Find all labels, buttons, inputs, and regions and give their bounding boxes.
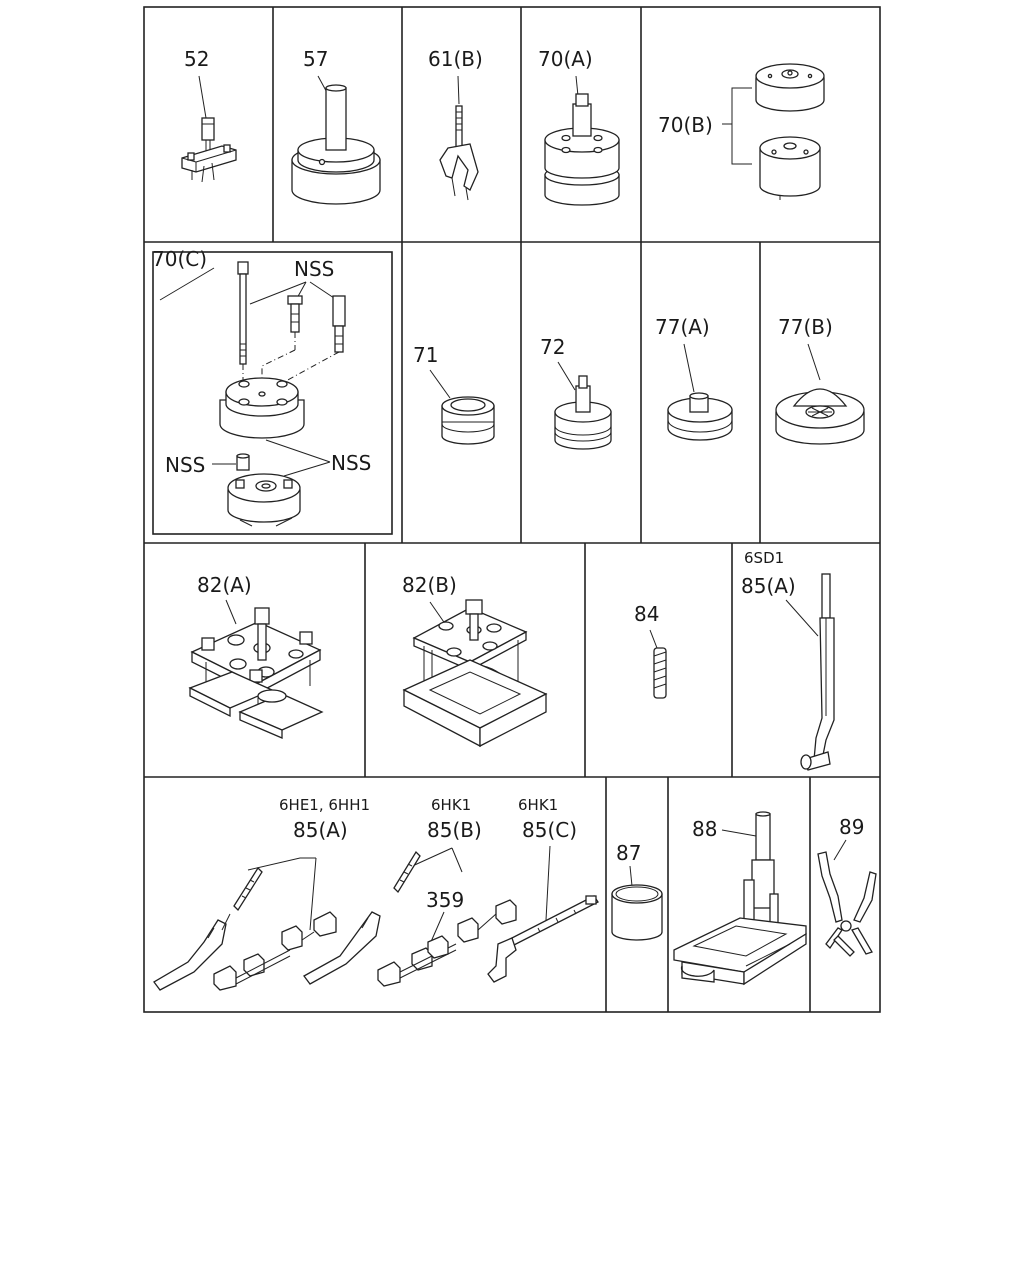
tool-57-drawing — [291, 84, 381, 205]
label-nss-right: NSS — [331, 451, 371, 475]
label-nss-left: NSS — [165, 453, 205, 477]
label-77b: 77(B) — [778, 315, 833, 339]
cell-70b: 70(B) — [658, 63, 825, 200]
tool-77b-drawing — [775, 388, 865, 445]
label-6hk1-b: 6HK1 — [431, 796, 471, 814]
tool-85b-drawing — [303, 850, 517, 987]
tool-82a-drawing — [188, 607, 324, 739]
cell-52: 52 — [181, 47, 237, 183]
cell-89: 89 — [817, 815, 877, 957]
tool-52-drawing — [181, 117, 237, 183]
label-85c: 85(C) — [522, 818, 577, 842]
sub-frame-70c — [152, 251, 393, 535]
label-359: 359 — [426, 888, 464, 912]
label-70b: 70(B) — [658, 113, 713, 137]
label-82b: 82(B) — [402, 573, 457, 597]
tool-85c-drawing — [487, 895, 599, 983]
label-85a-6sd1: 85(A) — [741, 574, 796, 598]
tool-88-drawing — [673, 811, 807, 986]
cell-82a: 82(A) — [188, 573, 324, 739]
label-57: 57 — [303, 47, 328, 71]
label-71: 71 — [413, 343, 438, 367]
label-6hk1-c: 6HK1 — [518, 796, 558, 814]
cell-61b: 61(B) — [428, 47, 483, 201]
cell-70c: 70(C) NSS NSS NSS — [152, 247, 393, 535]
tool-71-drawing — [441, 396, 495, 445]
tool-85a-6sd1-drawing — [800, 573, 835, 771]
tool-85a-group-drawing — [153, 866, 337, 991]
tool-61b-drawing — [439, 105, 479, 201]
cell-85-group: 6HE1, 6HH1 85(A) 6HK1 85(B) 359 6HK1 85(… — [153, 796, 599, 991]
cell-70a: 70(A) — [538, 47, 620, 206]
tool-89-drawing — [817, 851, 877, 957]
cell-84: 84 — [634, 602, 667, 699]
cell-82b: 82(B) — [402, 573, 548, 748]
cell-77b: 77(B) — [775, 315, 865, 445]
tool-72-drawing — [554, 375, 612, 450]
label-82a: 82(A) — [197, 573, 252, 597]
cell-57: 57 — [291, 47, 381, 205]
cell-87: 87 — [611, 841, 663, 941]
tool-84-drawing — [653, 647, 667, 699]
cell-71: 71 — [413, 343, 495, 445]
tool-70c-drawing — [219, 261, 346, 527]
label-88: 88 — [692, 817, 717, 841]
cell-77a: 77(A) — [655, 315, 733, 441]
label-6sd1: 6SD1 — [744, 549, 784, 567]
tool-82b-drawing — [402, 599, 548, 748]
label-85b: 85(B) — [427, 818, 482, 842]
label-70a: 70(A) — [538, 47, 593, 71]
cell-88: 88 — [673, 811, 807, 986]
tool-87-drawing — [611, 884, 663, 941]
label-85a-group: 85(A) — [293, 818, 348, 842]
label-70c: 70(C) — [152, 247, 207, 271]
tool-70b-lower-drawing — [759, 136, 821, 200]
label-6he1-6hh1: 6HE1, 6HH1 — [279, 796, 370, 814]
cell-72: 72 — [540, 335, 612, 450]
label-61b: 61(B) — [428, 47, 483, 71]
label-52: 52 — [184, 47, 209, 71]
cell-85a-6sd1: 6SD1 85(A) — [741, 549, 835, 771]
grid-frame — [143, 6, 881, 1013]
label-nss-top: NSS — [294, 257, 334, 281]
label-77a: 77(A) — [655, 315, 710, 339]
tool-70a-drawing — [544, 93, 620, 206]
tool-77a-drawing — [667, 392, 733, 441]
label-84: 84 — [634, 602, 659, 626]
label-87: 87 — [616, 841, 641, 865]
label-89: 89 — [839, 815, 864, 839]
label-72: 72 — [540, 335, 565, 359]
tool-70b-upper-drawing — [755, 63, 825, 112]
